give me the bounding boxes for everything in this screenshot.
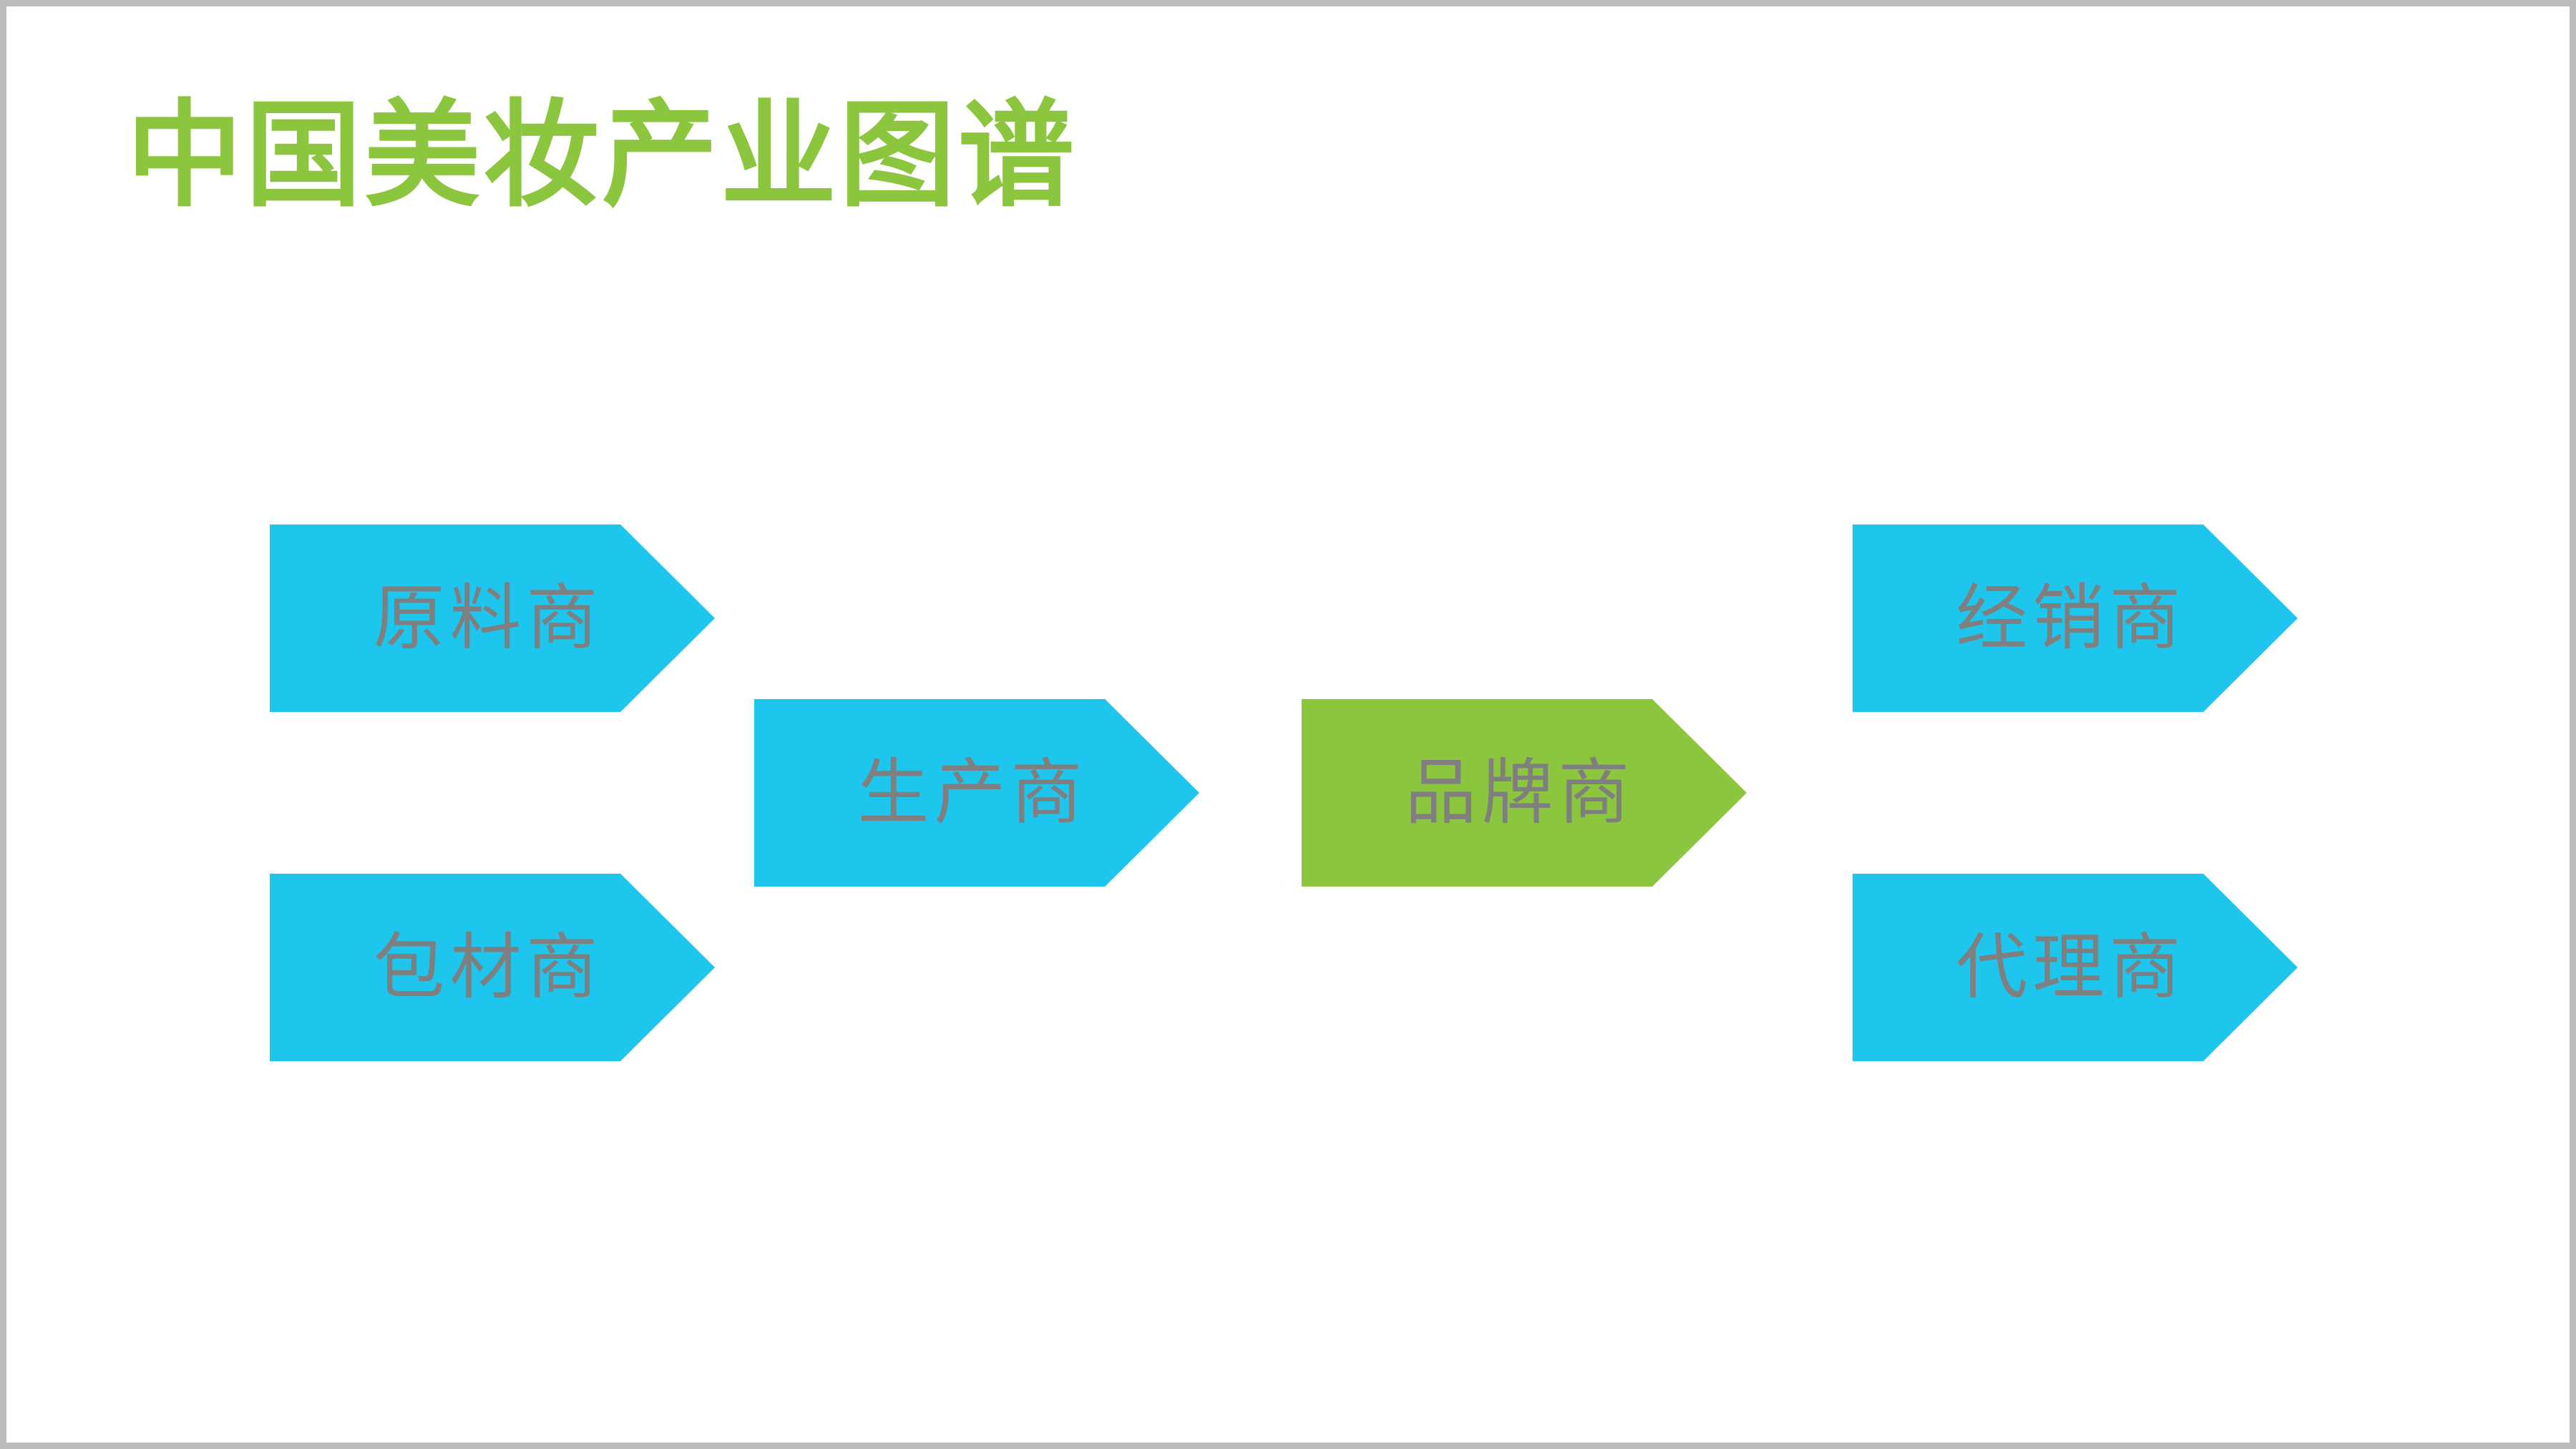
page-title: 中国美妆产业图谱 [127,91,1077,220]
chain-node-raw-material-supplier: 原料商 [270,525,715,712]
node-label: 生产商 [857,753,1088,833]
node-label: 品牌商 [1405,753,1635,833]
node-label: 经销商 [1956,578,2186,658]
chain-node-packaging-supplier: 包材商 [270,874,715,1061]
chain-node-manufacturer: 生产商 [754,699,1199,887]
node-label: 包材商 [373,927,603,1008]
chain-node-brand-owner: 品牌商 [1302,699,1747,887]
node-label: 代理商 [1956,927,2186,1008]
chain-node-distributor: 经销商 [1853,525,2298,712]
node-label: 原料商 [373,578,603,658]
chain-node-agent: 代理商 [1853,874,2298,1061]
industry-chain-diagram: 原料商 包材商 生产商 品牌商 经销商 代理商 [6,6,2570,1443]
